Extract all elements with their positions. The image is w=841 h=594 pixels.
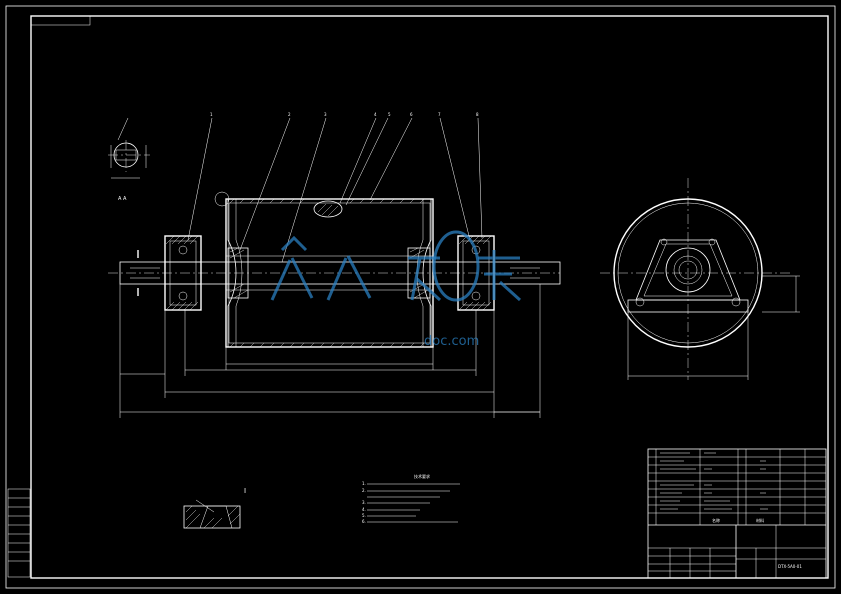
tech-req-5: 5. [362,513,366,518]
part-number-3: 3 [324,112,327,117]
tech-req-4: 4. [362,507,366,512]
part-number-2: 2 [288,112,291,117]
drum-side-view [600,178,800,380]
part-number-5: 5 [388,112,391,117]
watermark-logo: doc.com [270,230,522,349]
tech-req-title: 技术要求 [414,473,430,479]
left-bearing-housing [164,235,202,311]
part-number-4: 4 [374,112,377,117]
part-number-7: 7 [438,112,441,117]
tech-req-3: 3. [362,500,366,505]
detail-i-view: I [183,487,246,529]
header-material: 材料 [756,517,764,523]
part-number-1: 1 [210,112,213,117]
part-number-6: 6 [410,112,413,117]
drum-assembly-front-view: 1 2 3 4 5 6 7 8 [108,112,561,418]
watermark-sub: doc.com [424,334,479,349]
header-name: 名称 [712,517,720,523]
top-left-box [30,15,91,26]
inner-border [30,15,829,579]
revision-strip [7,488,31,578]
part-number-8: 8 [476,112,479,117]
technical-requirements: 技术要求 1. 2. 3. 4. 5. 6. [362,473,460,524]
tech-req-1: 1. [362,481,366,486]
section-aa-view: A A [108,117,150,202]
section-label: A A [118,196,127,202]
tech-req-2: 2. [362,488,366,493]
tech-req-6: 6. [362,519,366,524]
shaft [119,261,561,285]
detail-label: I [244,487,246,495]
dimension-lines [119,284,541,418]
drawing-number: DTX-5A0-01 [778,564,802,569]
outer-border [5,5,836,589]
title-block: 名称 材料 DTX-5A0-01 [647,448,827,579]
